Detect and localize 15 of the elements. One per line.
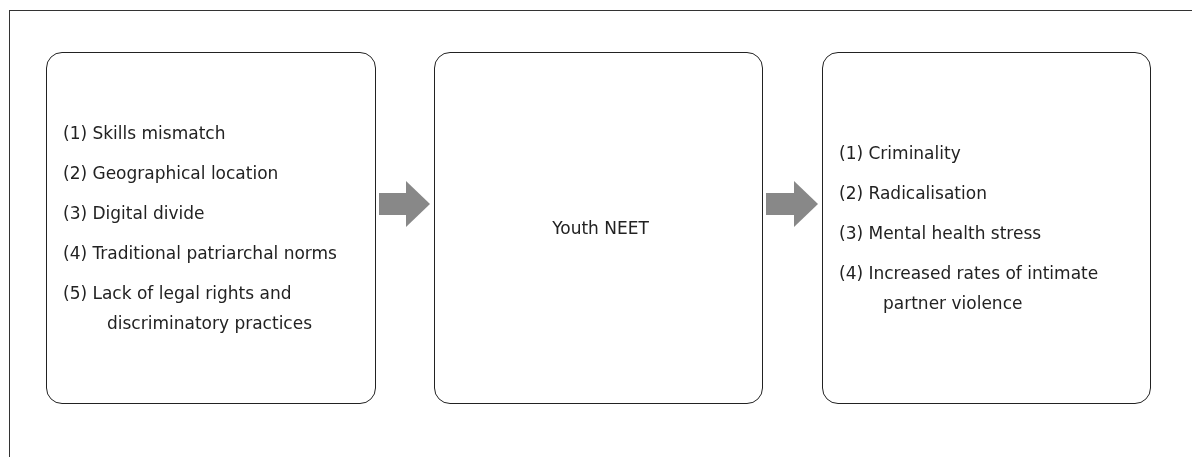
- list-item: (1) Skills mismatch: [63, 122, 227, 145]
- text-box: [434, 52, 763, 404]
- list-item: (3) Mental health stress: [839, 222, 1043, 245]
- list-item: (2) Radicalisation: [839, 182, 988, 205]
- list-item: (3) Digital divide: [63, 202, 206, 225]
- list-item: (1) Criminality: [839, 142, 962, 165]
- text-box: [46, 52, 376, 404]
- block-arrow: [379, 181, 430, 227]
- list-item: (5) Lack of legal rights and discriminatory practices: [63, 282, 314, 335]
- block-arrow: [766, 181, 818, 227]
- list-item: (4) Increased rates of intimate partner violence: [839, 262, 1100, 315]
- list-item: (4) Traditional patriarchal norms: [63, 242, 338, 265]
- text-box: [822, 52, 1151, 404]
- list-item: (2) Geographical location: [63, 162, 280, 185]
- box-title: Youth NEET: [552, 217, 649, 240]
